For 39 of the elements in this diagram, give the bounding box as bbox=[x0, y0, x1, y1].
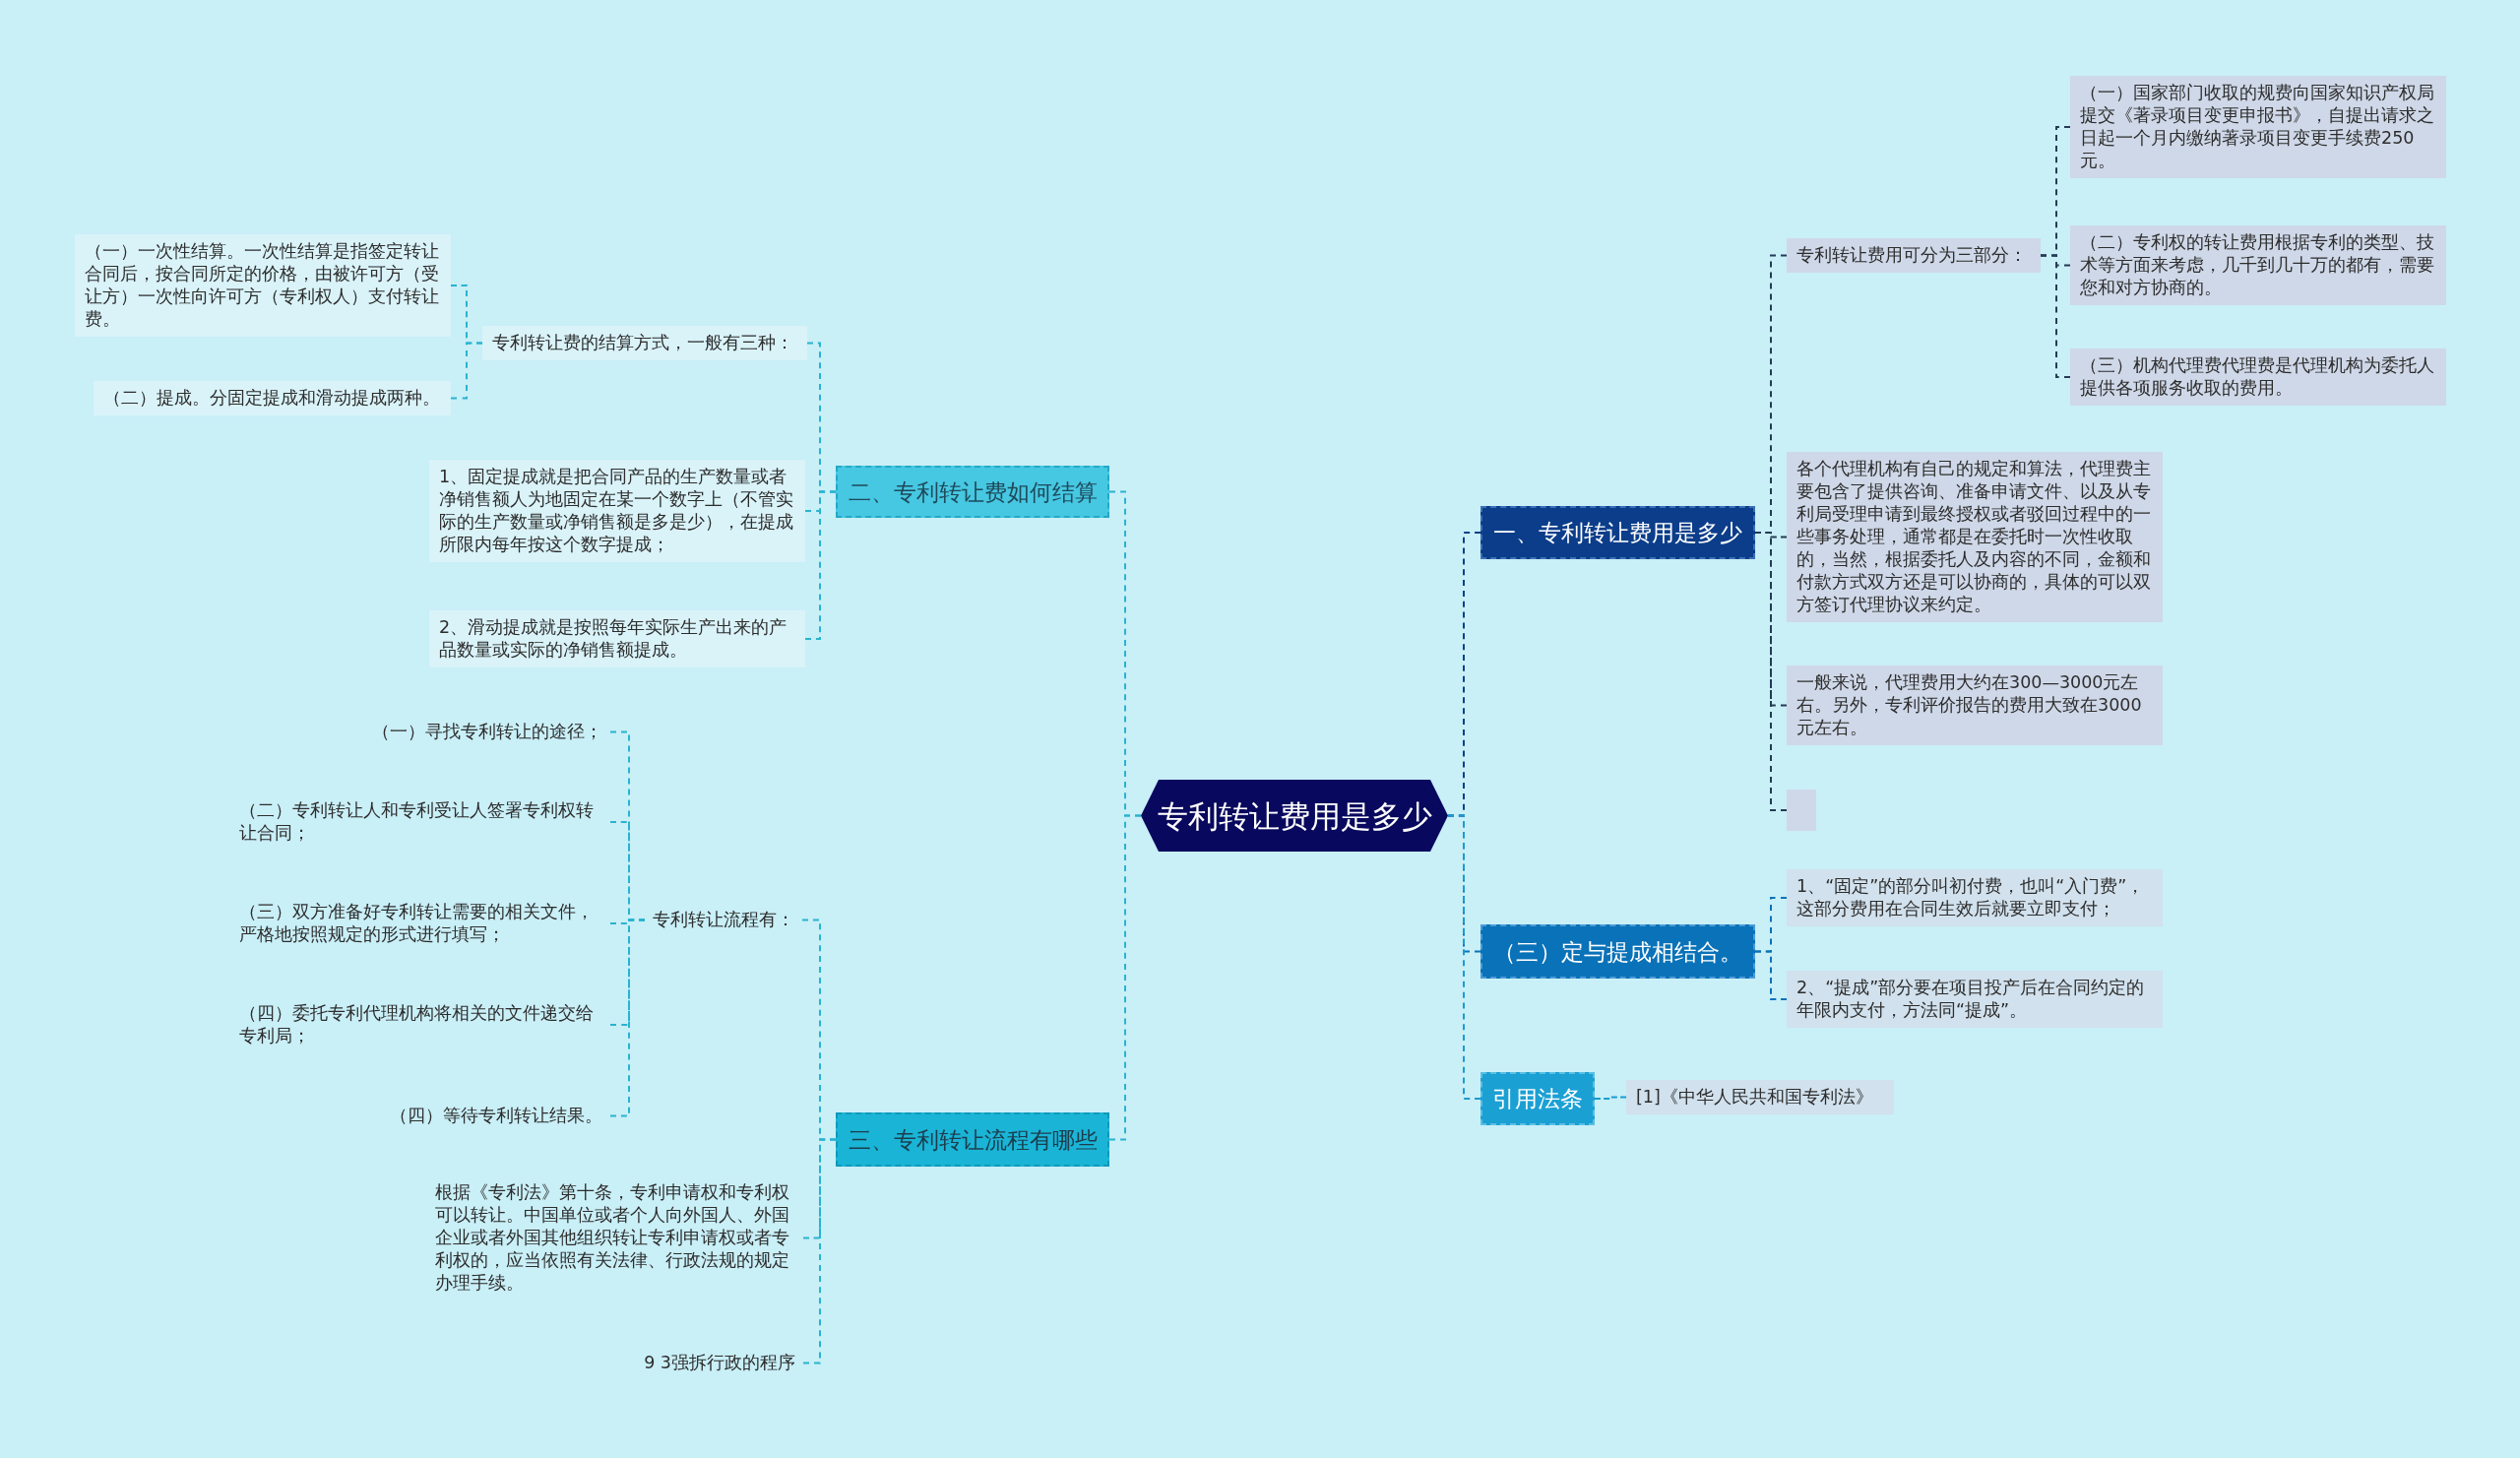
connector-line bbox=[804, 490, 837, 640]
note-card: 1、“固定”的部分叫初付费，也叫“入门费”，这部分费用在合同生效后就要立即支付； bbox=[1787, 869, 2163, 926]
note-card: [1]《中华人民共和国专利法》 bbox=[1626, 1080, 1894, 1114]
branch-topic: （三）定与提成相结合。 bbox=[1480, 924, 1755, 979]
note-card: 2、“提成”部分要在项目投产后在合同约定的年限内支付，方法同“提成”。 bbox=[1787, 971, 2163, 1028]
connector-line bbox=[1754, 532, 1788, 811]
note-card: （一）一次性结算。一次性结算是指签定转让合同后，按合同所定的价格，由被许可方（受让方）一次性向许可方（专利权人）支付转让费。 bbox=[75, 234, 451, 337]
note-card: 各个代理机构有自己的规定和算法，代理费主要包含了提供咨询、准备申请文件、以及从专利局受理申请到最终授权或者驳回过程中的一些事务处理，通常都是在委托时一次性收取的，当然，根据委托人及内容的不同，金额和付款方式双方还是可以协商的，具体的可以双方签订代理协议来约定。 bbox=[1787, 452, 2163, 622]
note-card: （三）机构代理费代理费是代理机构为委托人提供各项服务收取的费用。 bbox=[2070, 349, 2446, 406]
note-card: 2、滑动提成就是按照每年实际生产出来的产品数量或实际的净销售额提成。 bbox=[429, 610, 805, 667]
note-text: 专利转让流程有： bbox=[645, 905, 802, 935]
note-card: 专利转让费的结算方式，一般有三种： bbox=[482, 326, 807, 360]
note-text: （四）委托专利代理机构将相关的文件递交给专利局； bbox=[231, 998, 610, 1051]
note-card: （一）国家部门收取的规费向国家知识产权局提交《著录项目变更申报书》，自提出请求之日起一个月内缴纳著录项目变更手续费250元。 bbox=[2070, 76, 2446, 178]
note-card: （二）专利权的转让费用根据专利的类型、技术等方面来考虑，几千到几十万的都有，需要您和对方协商的。 bbox=[2070, 225, 2446, 305]
branch-topic: 二、专利转让费如何结算 bbox=[836, 466, 1109, 518]
note-text: （二）专利转让人和专利受让人签署专利权转让合同； bbox=[231, 795, 610, 849]
connector-line bbox=[1754, 950, 1788, 1000]
branch-topic: 三、专利转让流程有哪些 bbox=[836, 1112, 1109, 1167]
connector-line bbox=[2040, 254, 2071, 378]
note-text: 9 3强拆行政的程序 bbox=[636, 1348, 803, 1378]
connector-line bbox=[609, 919, 646, 1117]
central-topic-hexagon: 专利转让费用是多少 bbox=[1141, 780, 1448, 852]
note-text: （一）寻找专利转让的途径； bbox=[364, 717, 610, 747]
note-card: 一般来说，代理费用大约在300—3000元左右。另外，专利评价报告的费用大致在3000元左右。 bbox=[1787, 666, 2163, 745]
note-card: 1、固定提成就是把合同产品的生产数量或者净销售额人为地固定在某一个数字上（不管实际的生产数量或净销售额是多是少），在提成所限内每年按这个数字提成； bbox=[429, 460, 805, 562]
connector-line bbox=[1447, 814, 1481, 1100]
connector-line bbox=[1108, 814, 1142, 1141]
connector-line bbox=[802, 1138, 837, 1364]
empty-box bbox=[1787, 790, 1816, 831]
branch-topic: 一、专利转让费用是多少 bbox=[1480, 506, 1755, 559]
note-text: （四）等待专利转让结果。 bbox=[382, 1101, 610, 1131]
branch-topic: 引用法条 bbox=[1480, 1072, 1595, 1125]
note-card: 专利转让费用可分为三部分： bbox=[1787, 238, 2041, 273]
connector-line bbox=[450, 342, 483, 400]
note-card: （二）提成。分固定提成和滑动提成两种。 bbox=[94, 381, 451, 415]
note-text: （三）双方准备好专利转让需要的相关文件，严格地按照规定的形式进行填写； bbox=[231, 897, 610, 950]
note-text: 根据《专利法》第十条，专利申请权和专利权可以转让。中国单位或者个人向外国人、外国企业或者外国其他组织转让专利申请权或者专利权的，应当依照有关法律、行政法规的规定办理手续。 bbox=[427, 1177, 803, 1299]
connector-line bbox=[1594, 1096, 1627, 1100]
